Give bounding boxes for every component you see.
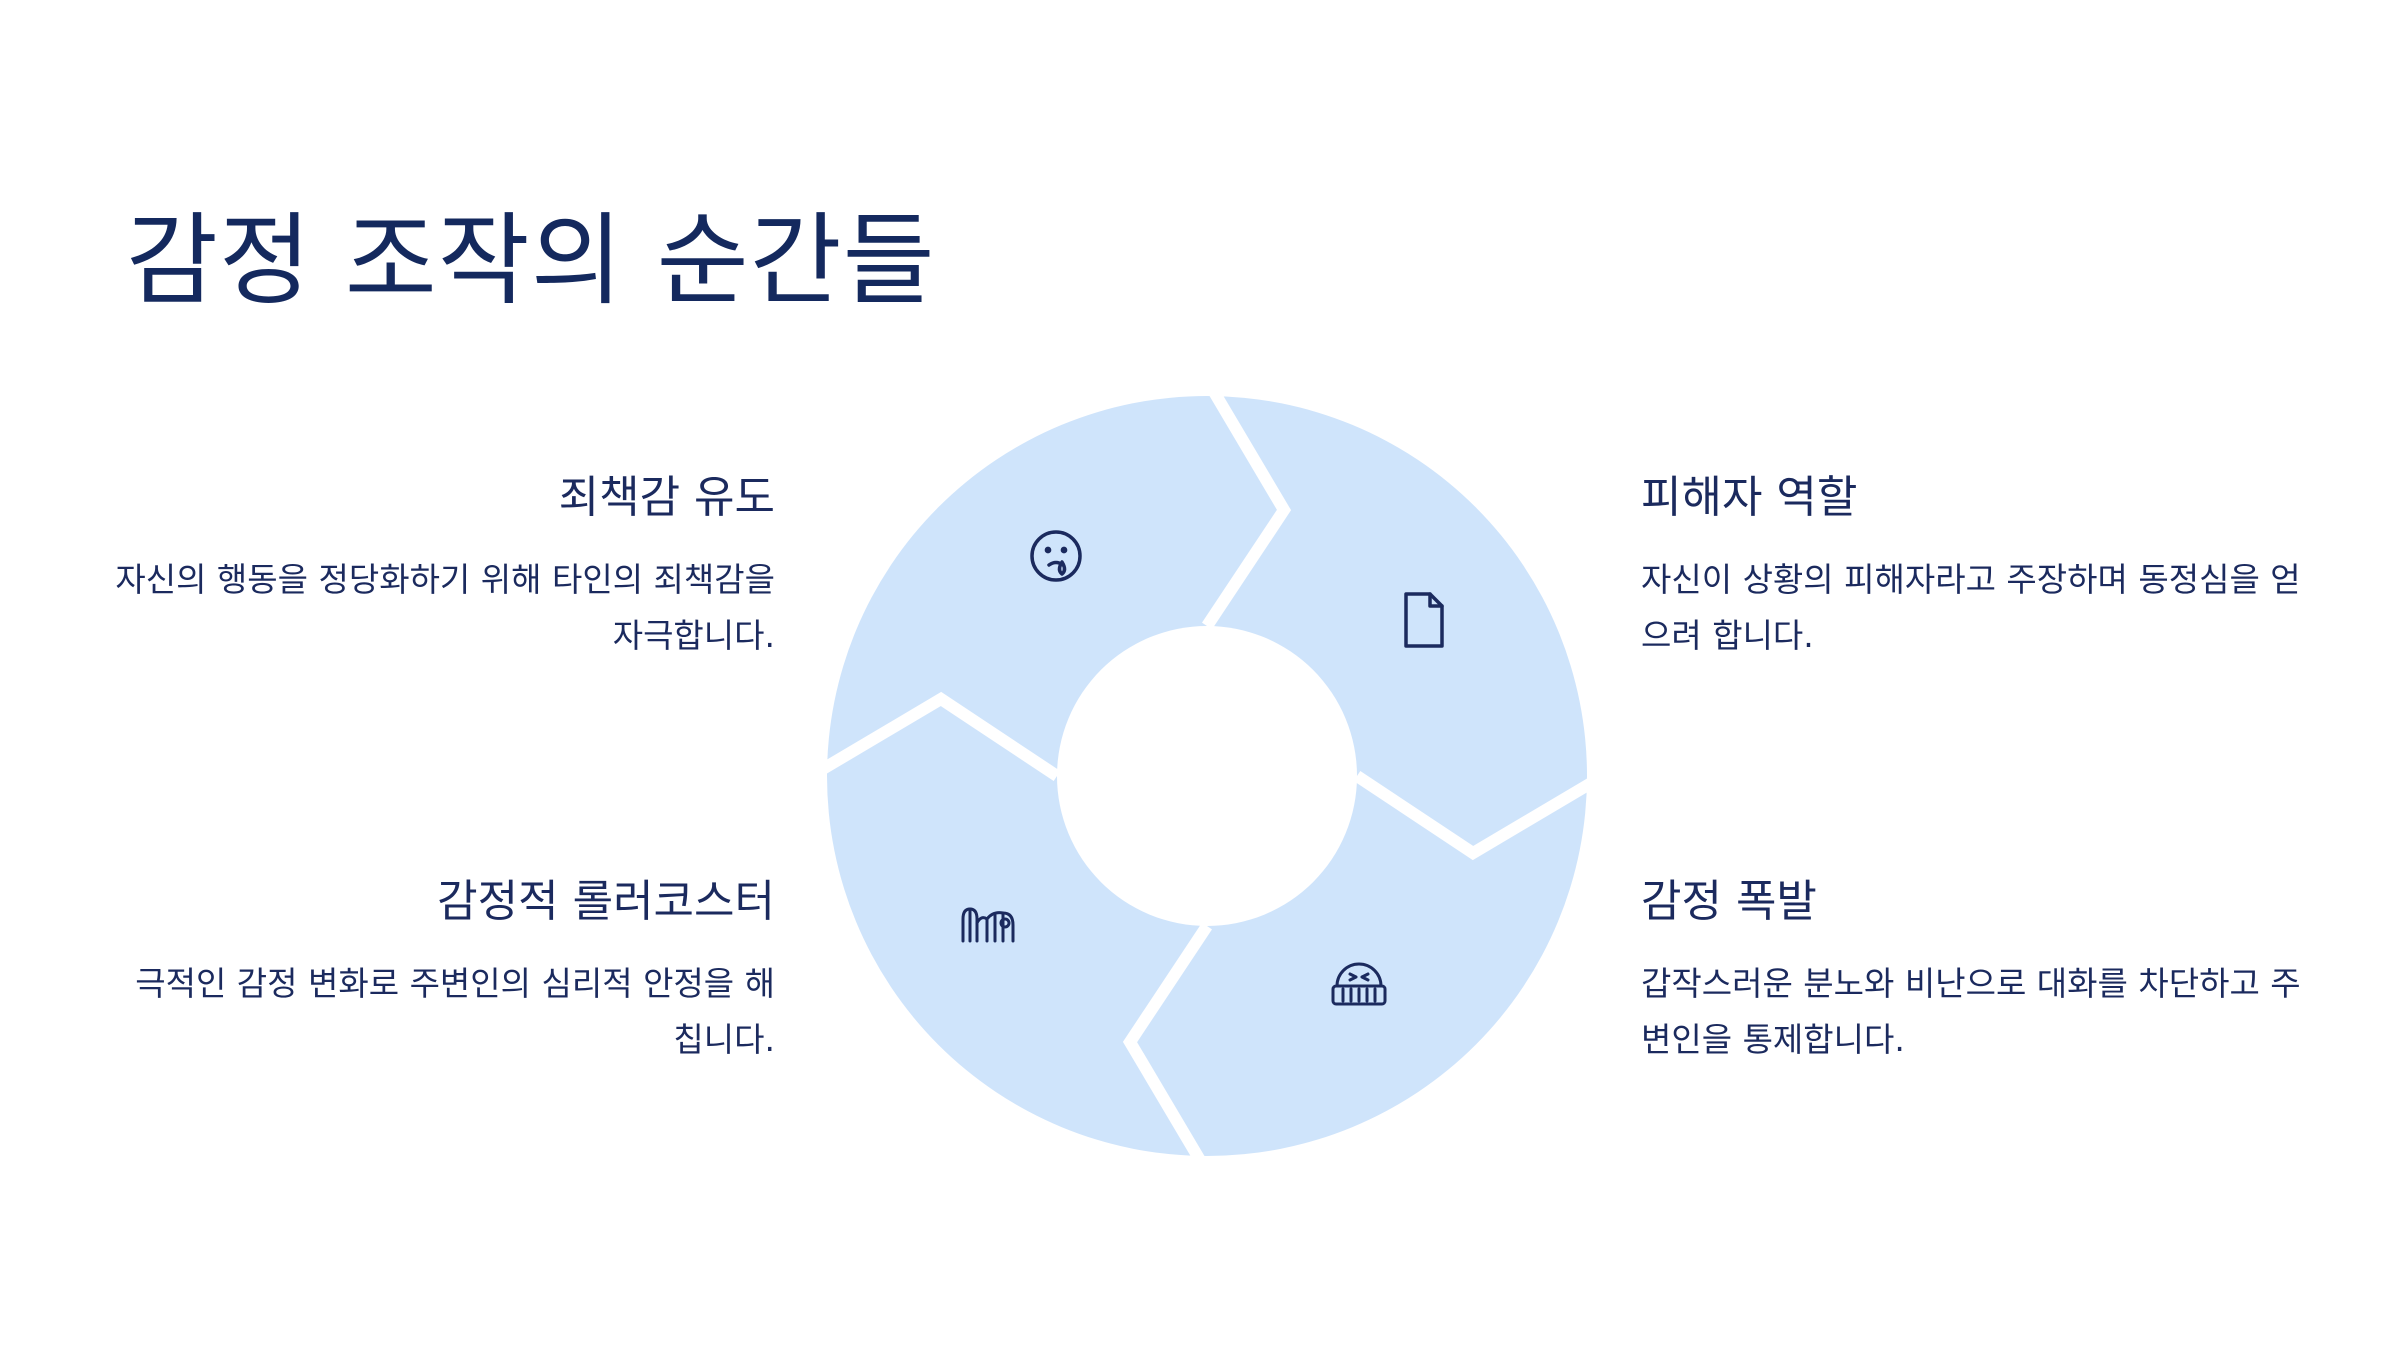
stage-outburst-description: 갑작스러운 분노와 비난으로 대화를 차단하고 주변인을 통제합니다. xyxy=(1641,964,2301,1059)
stage-rollercoaster-title: 감정적 롤러코스터 xyxy=(437,876,775,927)
stage-outburst-text: 감정 폭발 갑작스러운 분노와 비난으로 대화를 차단하고 주변인을 통제합니다… xyxy=(1641,870,2301,1068)
stage-rollercoaster-description: 극적인 감정 변화로 주변인의 심리적 안정을 해칩니다. xyxy=(135,964,775,1059)
stage-rollercoaster-text: 감정적 롤러코스터 극적인 감정 변화로 주변인의 심리적 안정을 해칩니다. xyxy=(115,870,775,1068)
segment-guilt xyxy=(820,390,1207,776)
stage-outburst-title: 감정 폭발 xyxy=(1641,876,1817,927)
stage-victim-description: 자신이 상황의 피해자라고 주장하며 동정심을 얻으려 합니다. xyxy=(1641,560,2301,655)
stage-victim-text: 피해자 역할 자신이 상황의 피해자라고 주장하며 동정심을 얻으려 합니다. xyxy=(1641,466,2301,664)
segment-rollercoaster xyxy=(820,776,1207,1162)
stage-guilt-title: 죄책감 유도 xyxy=(558,472,775,523)
stage-victim-title: 피해자 역할 xyxy=(1641,472,1858,523)
stage-guilt-description: 자신의 행동을 정당화하기 위해 타인의 죄책감을 자극합니다. xyxy=(115,560,775,655)
page-title: 감정 조작의 순간들 xyxy=(126,202,936,319)
segment-victim xyxy=(1207,390,1594,776)
segment-outburst xyxy=(1207,776,1594,1162)
stage-guilt-text: 죄책감 유도 자신의 행동을 정당화하기 위해 타인의 죄책감을 자극합니다. xyxy=(115,466,775,664)
